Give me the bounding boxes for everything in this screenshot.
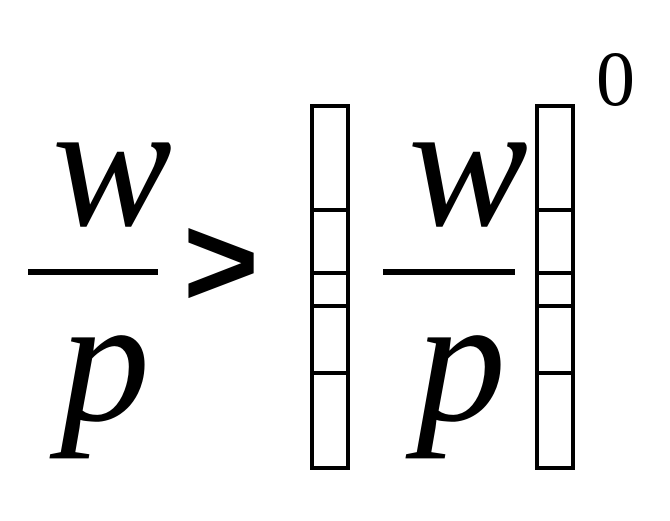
- left-numerator: w: [52, 65, 173, 264]
- left-bracket-box: [310, 104, 350, 470]
- left-fraction-bar: [28, 269, 158, 275]
- relation-symbol: >: [183, 188, 259, 334]
- exponent: 0: [596, 35, 635, 122]
- left-denominator: p: [60, 260, 150, 459]
- right-bracket-box: [535, 104, 575, 470]
- right-fraction-bar: [383, 269, 515, 275]
- right-numerator: w: [408, 65, 529, 264]
- right-denominator: p: [416, 260, 506, 459]
